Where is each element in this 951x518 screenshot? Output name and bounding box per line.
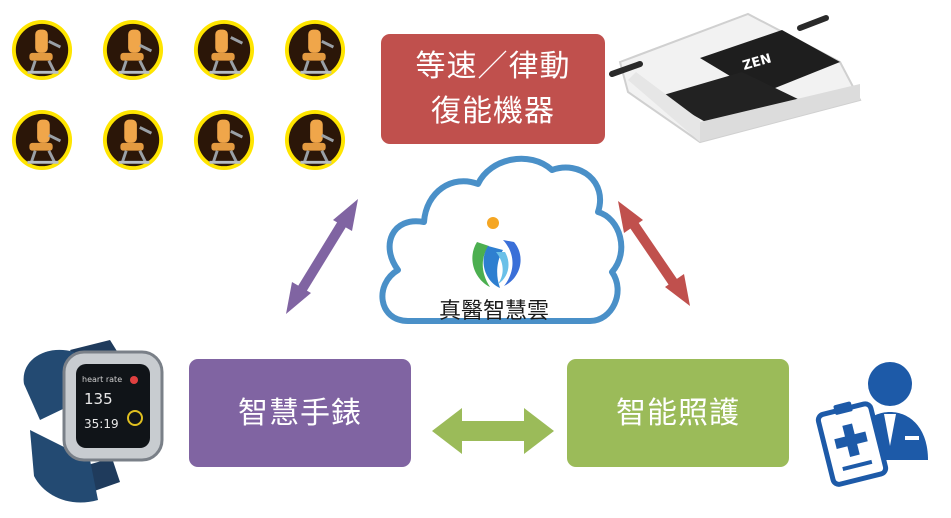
- cloud-label: 真醫智慧雲: [438, 299, 549, 324]
- fitness-machine-icon: [193, 19, 255, 81]
- rehab-machine-label-line1: 等速／律動: [415, 49, 571, 84]
- fitness-machine-icon: [11, 109, 73, 171]
- fitness-machine-icon: [193, 109, 255, 171]
- fitness-machine-icon: [102, 109, 164, 171]
- rehab-machine-node: 等速／律動 復能機器: [381, 34, 605, 144]
- platform-device: ZEN: [609, 12, 862, 144]
- watch-line2: 135: [84, 390, 113, 408]
- smartwatch-label: 智慧手錶: [238, 395, 362, 431]
- purple-double-arrow: [286, 199, 358, 314]
- rehab-machine-label-line2: 復能機器: [431, 94, 555, 129]
- fitness-machine-icon: [284, 109, 346, 171]
- fitness-machine-icon: [11, 19, 73, 81]
- fitness-machine-icon: [284, 19, 346, 81]
- fitness-machine-icon: [102, 19, 164, 81]
- cloud-logo-icon: [472, 217, 521, 288]
- red-double-arrow: [618, 201, 690, 306]
- care-staff-icon: [815, 362, 928, 487]
- cloud-shape: [379, 155, 625, 324]
- green-double-arrow: [432, 408, 554, 454]
- watch-line1: heart rate: [82, 375, 122, 384]
- smart-care-node: 智能照護: [567, 359, 789, 467]
- watch-line3: 35:19: [84, 417, 119, 431]
- smartwatch-node: 智慧手錶: [189, 359, 411, 467]
- smartwatch: heart rate 135 35:19: [23, 340, 164, 503]
- smart-care-label: 智能照護: [616, 395, 740, 431]
